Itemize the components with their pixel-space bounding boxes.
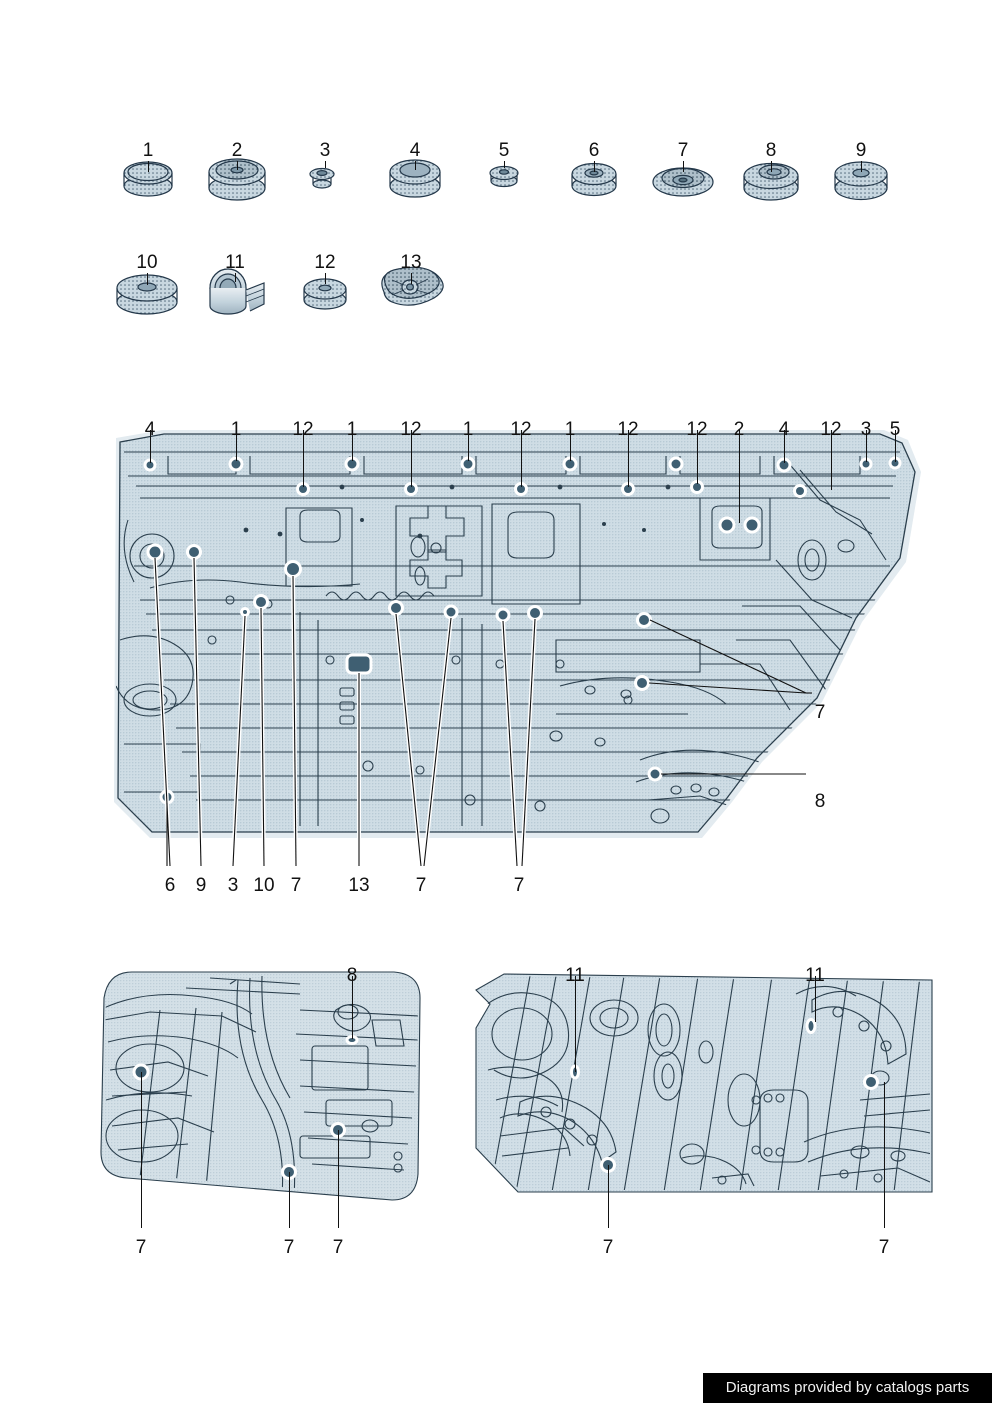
- detail-right-callout-11: 11: [805, 965, 825, 986]
- main-top-leader-12: [628, 430, 629, 487]
- part-leader-10: [147, 273, 148, 285]
- main-top-leader-5: [895, 430, 896, 462]
- part-number-13: 13: [400, 252, 422, 273]
- detail-left-leader-7: [289, 1172, 290, 1228]
- part-leader-11: [235, 273, 236, 282]
- main-bottom-callout-7: 7: [290, 875, 302, 896]
- part-icon-6: [571, 162, 617, 197]
- part-leader-4: [415, 161, 416, 170]
- main-top-leader-3: [866, 430, 867, 462]
- detail-left-callout-7: 7: [332, 1237, 344, 1258]
- main-bottom-callout-6: 6: [164, 875, 176, 896]
- detail-left-callout-8: 8: [347, 966, 358, 985]
- main-top-leader-4: [784, 430, 785, 463]
- detail-view-right-drawing: [460, 950, 992, 1250]
- main-top-callout-4: 4: [779, 420, 790, 439]
- part-number-7: 7: [677, 140, 689, 161]
- part-number-3: 3: [319, 140, 331, 161]
- part-leader-2: [237, 161, 238, 170]
- main-top-callout-1: 1: [347, 420, 358, 439]
- main-top-callout-12: 12: [292, 419, 314, 440]
- part-icon-11: [209, 268, 265, 315]
- parts-legend: [0, 0, 992, 340]
- main-side-callout-8: 8: [814, 791, 826, 812]
- main-top-callout-1: 1: [231, 420, 242, 439]
- main-bottom-callout-10: 10: [253, 875, 275, 896]
- part-leader-9: [861, 161, 862, 172]
- main-top-leader-1: [468, 430, 469, 461]
- main-bottom-callout-9: 9: [195, 875, 207, 896]
- main-top-leader-1: [236, 430, 237, 461]
- main-top-callout-12: 12: [400, 419, 422, 440]
- part-icon-1: [123, 161, 173, 197]
- part-number-10: 10: [136, 252, 158, 273]
- main-top-callout-12: 12: [686, 419, 708, 440]
- part-icon-12: [303, 278, 347, 310]
- main-underbody-drawing: [114, 430, 921, 867]
- detail-left-leader-8: [352, 976, 353, 1039]
- main-top-leader-12: [831, 430, 832, 490]
- main-top-callout-4: 4: [145, 420, 156, 439]
- part-leader-12: [325, 273, 326, 284]
- part-number-11: 11: [225, 252, 245, 273]
- main-top-leader-2: [739, 430, 740, 523]
- part-leader-1: [148, 161, 149, 172]
- part-leader-3: [325, 161, 326, 168]
- detail-left-leader-7: [141, 1072, 142, 1228]
- main-top-callout-12: 12: [617, 419, 639, 440]
- part-icon-4: [389, 159, 441, 198]
- main-bottom-callout-13: 13: [348, 875, 370, 896]
- part-number-5: 5: [498, 140, 510, 161]
- detail-view-left-drawing: [0, 950, 460, 1250]
- part-icon-3: [309, 167, 335, 189]
- main-bottom-callout-7: 7: [513, 875, 525, 896]
- detail-left-callout-7: 7: [135, 1237, 147, 1258]
- main-top-callout-2: 2: [734, 420, 745, 439]
- main-bottom-callout-3: 3: [227, 875, 239, 896]
- part-number-6: 6: [588, 140, 600, 161]
- detail-right-callout-7: 7: [878, 1237, 890, 1258]
- detail-right-leader-7: [608, 1165, 609, 1228]
- part-icon-2: [208, 158, 266, 201]
- main-top-leader-1: [570, 430, 571, 461]
- attribution-banner: Diagrams provided by catalogs parts: [703, 1373, 992, 1403]
- main-top-callout-12: 12: [820, 419, 842, 440]
- part-number-2: 2: [231, 140, 243, 161]
- main-leader-lines: [153, 557, 812, 867]
- part-number-1: 1: [142, 140, 154, 161]
- detail-right-callout-7: 7: [602, 1237, 614, 1258]
- part-leader-8: [771, 161, 772, 172]
- main-top-leader-4: [150, 430, 151, 463]
- main-top-callout-3: 3: [861, 420, 872, 439]
- main-top-leader-12: [411, 430, 412, 487]
- main-top-leader-1: [352, 430, 353, 461]
- part-icon-8: [743, 162, 799, 201]
- main-top-callout-1: 1: [463, 420, 474, 439]
- main-top-leader-12: [303, 430, 304, 487]
- part-leader-7: [683, 161, 684, 172]
- main-top-callout-12: 12: [510, 419, 532, 440]
- detail-left-callout-7: 7: [283, 1237, 295, 1258]
- part-leader-6: [594, 161, 595, 172]
- part-leader-5: [504, 161, 505, 168]
- main-bottom-callout-7: 7: [415, 875, 427, 896]
- main-side-callout-7: 7: [814, 702, 826, 723]
- main-top-callout-5: 5: [890, 420, 901, 439]
- part-number-4: 4: [409, 140, 421, 161]
- main-top-leader-12: [521, 430, 522, 487]
- part-number-9: 9: [855, 140, 867, 161]
- part-number-12: 12: [314, 252, 336, 273]
- part-number-8: 8: [765, 140, 777, 161]
- part-leader-13: [411, 273, 412, 284]
- detail-right-leader-7: [884, 1082, 885, 1228]
- detail-left-leader-7: [338, 1130, 339, 1228]
- part-icon-9: [834, 161, 888, 201]
- detail-right-callout-11: 11: [565, 965, 585, 986]
- main-top-callout-1: 1: [565, 420, 576, 439]
- detail-right-leader-11: [575, 976, 576, 1072]
- part-icon-5: [489, 165, 519, 188]
- detail-right-leader-11: [815, 976, 816, 1022]
- main-top-leader-12: [697, 430, 698, 484]
